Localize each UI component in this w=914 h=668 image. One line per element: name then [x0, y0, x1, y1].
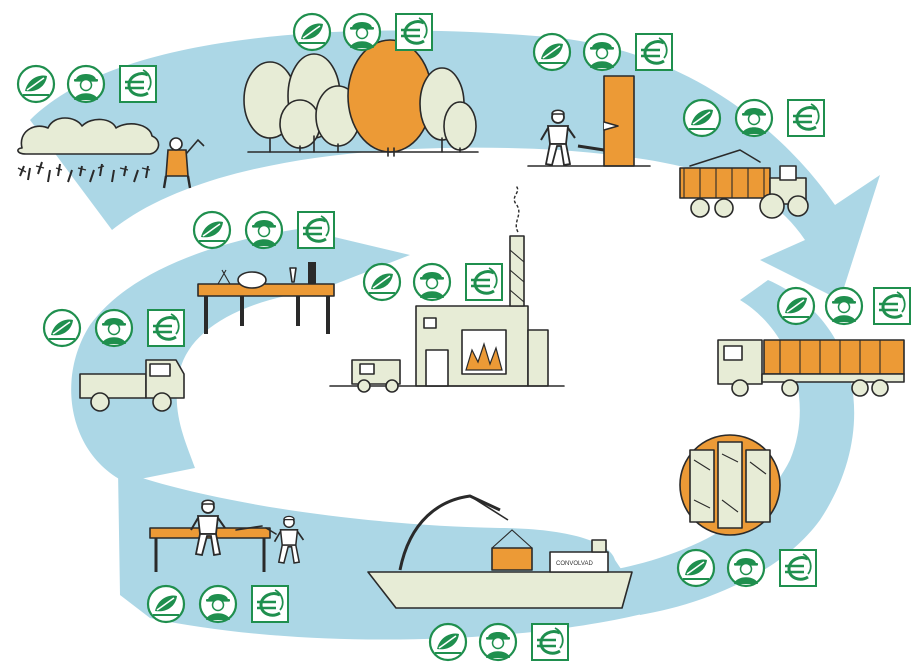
- badges-forest-growth: [294, 14, 432, 50]
- euro-leaf-icon: [636, 34, 672, 70]
- badges-delivery-pickup: [44, 310, 184, 346]
- forester-portrait-icon: [480, 624, 516, 660]
- pefc-tree-logo-icon: [534, 34, 570, 70]
- forester-portrait-icon: [200, 586, 236, 622]
- ship-hull: [368, 572, 632, 608]
- pefc-tree-logo-icon: [778, 288, 814, 324]
- euro-leaf-icon: [874, 288, 910, 324]
- forester-portrait-icon: [68, 66, 104, 102]
- pefc-tree-logo-icon: [294, 14, 330, 50]
- delivery-van: [352, 360, 400, 392]
- pefc-tree-logo-icon: [148, 586, 184, 622]
- euro-leaf-icon: [148, 310, 184, 346]
- euro-leaf-icon: [298, 212, 334, 248]
- euro-leaf-icon: [532, 624, 568, 660]
- cut-tree-trunk: [604, 76, 634, 166]
- badges-sawn-timber: [678, 550, 816, 586]
- forester-portrait-icon: [96, 310, 132, 346]
- pefc-tree-logo-icon: [194, 212, 230, 248]
- forester-portrait-icon: [344, 14, 380, 50]
- badges-ship-transport: [430, 624, 568, 660]
- log-load: [764, 340, 904, 374]
- forester-portrait-icon: [728, 550, 764, 586]
- pefc-tree-logo-icon: [684, 100, 720, 136]
- left-flow-arrow: [71, 226, 410, 482]
- badges-tree-felling: [534, 34, 672, 70]
- pefc-tree-logo-icon: [18, 66, 54, 102]
- badges-forest-regeneration: [18, 66, 156, 102]
- pefc-tree-logo-icon: [678, 550, 714, 586]
- euro-leaf-icon: [396, 14, 432, 50]
- pefc-tree-logo-icon: [430, 624, 466, 660]
- cargo-crate: [492, 548, 532, 570]
- badges-log-forwarding: [684, 100, 824, 136]
- forester-portrait-icon: [584, 34, 620, 70]
- badges-timber-truck-transport: [778, 288, 910, 324]
- forester-portrait-icon: [826, 288, 862, 324]
- forester-portrait-icon: [246, 212, 282, 248]
- outer-flow-arrow: [30, 31, 880, 300]
- euro-leaf-icon: [466, 264, 502, 300]
- euro-leaf-icon: [252, 586, 288, 622]
- euro-leaf-icon: [788, 100, 824, 136]
- badges-energy-recovery-plant: [364, 264, 502, 300]
- badges-carpentry-workshop: [148, 586, 288, 622]
- forester-portrait-icon: [414, 264, 450, 300]
- euro-leaf-icon: [120, 66, 156, 102]
- badges-furniture-use: [194, 212, 334, 248]
- highlighted-tree-crown: [348, 40, 432, 152]
- ship-name-plate: CONVOLVAD: [556, 561, 593, 567]
- pefc-tree-logo-icon: [44, 310, 80, 346]
- sawn-timber-scene: [680, 435, 780, 535]
- euro-leaf-icon: [780, 550, 816, 586]
- forester-portrait-icon: [736, 100, 772, 136]
- pefc-tree-logo-icon: [364, 264, 400, 300]
